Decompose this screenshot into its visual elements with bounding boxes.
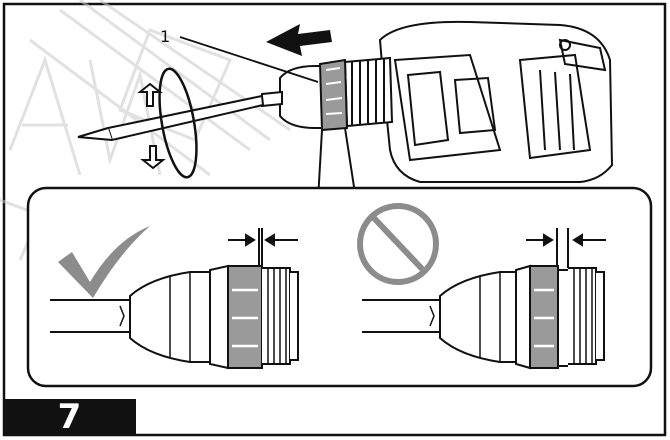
lock-ring-incorrect — [515, 264, 559, 370]
lock-ring-correct — [209, 264, 263, 370]
gap-arrows-incorrect — [526, 228, 606, 268]
rotate-arrows-icon — [137, 67, 198, 179]
detail-panel — [26, 186, 653, 388]
chisel-insertion-view: 1 — [77, 20, 614, 201]
prohibited-icon — [357, 203, 439, 285]
tool-collar — [343, 56, 394, 128]
chisel-bit — [77, 94, 265, 142]
callout-leader — [179, 36, 319, 83]
callout-number: 1 — [160, 27, 170, 46]
chuck-nose-incorrect — [439, 271, 517, 363]
figure-number-badge: 7 — [4, 399, 136, 436]
correct-example — [50, 226, 299, 370]
hammer-body — [378, 20, 614, 183]
incorrect-example — [357, 203, 606, 370]
tool-chuck — [261, 58, 349, 132]
tool-housing-incorrect — [558, 267, 605, 367]
push-arrow-icon — [266, 24, 332, 56]
check-mark-icon — [58, 226, 150, 298]
gap-arrows-correct — [228, 228, 298, 268]
tool-housing-correct — [262, 267, 299, 365]
